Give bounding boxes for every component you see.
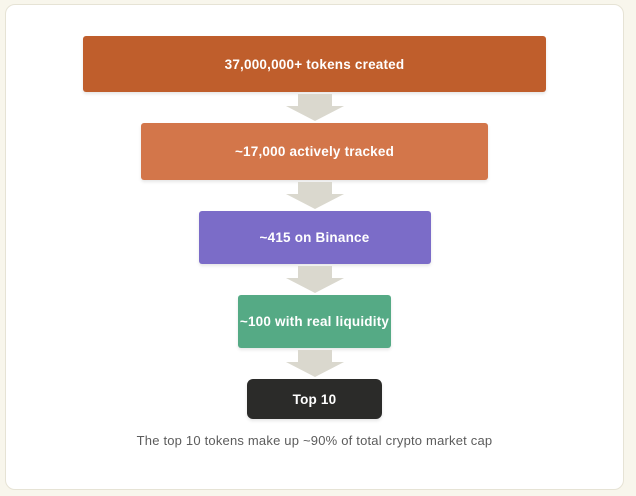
down-arrow-icon	[285, 264, 344, 295]
funnel-stage-label: Top 10	[292, 391, 337, 407]
funnel-stage-top-10: Top 10	[247, 379, 382, 419]
funnel-caption: The top 10 tokens make up ~90% of total …	[136, 433, 493, 448]
token-funnel-chart: 37,000,000+ tokens created ~17,000 activ…	[6, 5, 623, 448]
funnel-stage-actively-tracked: ~17,000 actively tracked	[141, 123, 488, 180]
down-arrow-icon	[285, 180, 344, 211]
funnel-stage-on-binance: ~415 on Binance	[198, 211, 431, 264]
funnel-card: 37,000,000+ tokens created ~17,000 activ…	[5, 4, 624, 490]
funnel-stage-label: ~100 with real liquidity	[239, 314, 390, 329]
down-arrow-icon	[285, 92, 344, 123]
down-arrow-icon	[285, 348, 344, 379]
funnel-stage-real-liquidity: ~100 with real liquidity	[238, 295, 391, 348]
funnel-stage-label: 37,000,000+ tokens created	[224, 56, 405, 72]
funnel-stage-label: ~17,000 actively tracked	[234, 144, 395, 159]
funnel-stage-label: ~415 on Binance	[259, 230, 370, 245]
funnel-stage-tokens-created: 37,000,000+ tokens created	[83, 36, 546, 92]
